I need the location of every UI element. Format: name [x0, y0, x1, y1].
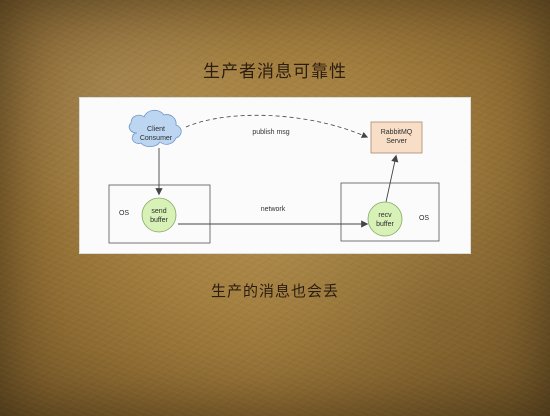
recv-to-server-edge	[385, 154, 399, 203]
server-label-line2: Server	[386, 138, 407, 145]
send-buffer-node: send buffer	[141, 197, 177, 233]
send-buffer-label-line1: send	[151, 208, 166, 215]
right-os-label: OS	[419, 215, 429, 222]
recv-buffer-label-line2: buffer	[376, 221, 394, 228]
client-label-line1: Client	[147, 126, 165, 133]
left-os-container: OS	[108, 184, 211, 244]
slide-title: 生产者消息可靠性	[203, 62, 347, 82]
client-label-line2: Consumer	[140, 135, 173, 142]
cloud-shape	[128, 109, 182, 148]
server-label-line1: RabbitMQ	[381, 129, 413, 136]
recv-buffer-label-line1: recv	[378, 212, 392, 219]
rabbitmq-server-node: RabbitMQ Server	[370, 121, 423, 154]
network-label: network	[261, 206, 286, 213]
left-os-label: OS	[119, 210, 129, 217]
publish-label: publish msg	[252, 129, 289, 136]
left-os-box	[108, 184, 211, 244]
slide-subtitle: 生产的消息也会丢	[210, 282, 339, 300]
recv-buffer-circle	[367, 201, 403, 237]
send-buffer-label-line2: buffer	[150, 217, 168, 224]
publish-edge	[185, 114, 369, 138]
recv-buffer-node: recv buffer	[367, 201, 403, 237]
send-buffer-circle	[141, 197, 177, 233]
architecture-diagram: publish msg Client Consumer RabbitMQ Ser…	[108, 109, 440, 244]
client-consumer-node: Client Consumer	[128, 109, 182, 148]
diagram-panel: publish msg Client Consumer RabbitMQ Ser…	[79, 97, 471, 254]
server-box	[370, 121, 423, 154]
